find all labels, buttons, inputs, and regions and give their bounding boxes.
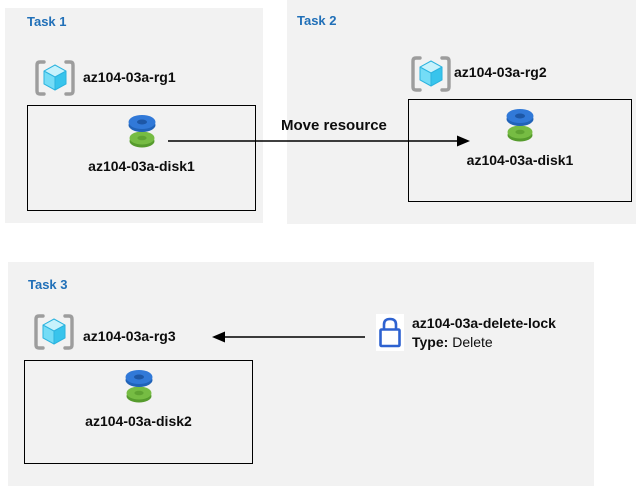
disk-icon (125, 370, 152, 403)
disk-icon (506, 109, 534, 142)
lock-type-label: Type: (412, 334, 449, 350)
task2-title: Task 2 (297, 13, 337, 28)
lock-callout: az104-03a-delete-lock Type: Delete (412, 315, 556, 350)
task2-resource-group-label: az104-03a-rg2 (454, 64, 547, 80)
task1-panel: Task 1 az104-03a-rg1 az104-03a-disk1 (5, 8, 263, 223)
lock-icon (379, 317, 401, 348)
task1-resource-group-label: az104-03a-rg1 (83, 69, 176, 85)
task1-title: Task 1 (27, 14, 67, 29)
lock-type-value: Delete (452, 334, 493, 350)
resource-group-icon (35, 60, 75, 96)
disk-icon (128, 115, 155, 148)
task3-resource-label: az104-03a-disk2 (85, 413, 192, 429)
task1-resource-box: az104-03a-disk1 (27, 105, 256, 211)
task2-panel: Task 2 az104-03a-rg2 az104-03a-disk1 (287, 0, 636, 224)
task2-resource-label: az104-03a-disk1 (466, 152, 574, 168)
resource-group-icon (34, 314, 74, 350)
task1-resource-label: az104-03a-disk1 (88, 158, 195, 174)
resource-group-icon (411, 56, 451, 92)
lock-type-line: Type: Delete (412, 334, 556, 350)
task3-panel: Task 3 az104-03a-rg3 az104-03a-disk2 (8, 262, 594, 486)
task3-resource-group-label: az104-03a-rg3 (83, 328, 176, 344)
task3-resource-box: az104-03a-disk2 (24, 360, 253, 464)
task2-resource-box: az104-03a-disk1 (408, 99, 632, 202)
lock-chip (376, 314, 404, 351)
task3-title: Task 3 (28, 277, 68, 292)
move-resource-label: Move resource (281, 117, 387, 134)
lock-name-label: az104-03a-delete-lock (412, 315, 556, 331)
